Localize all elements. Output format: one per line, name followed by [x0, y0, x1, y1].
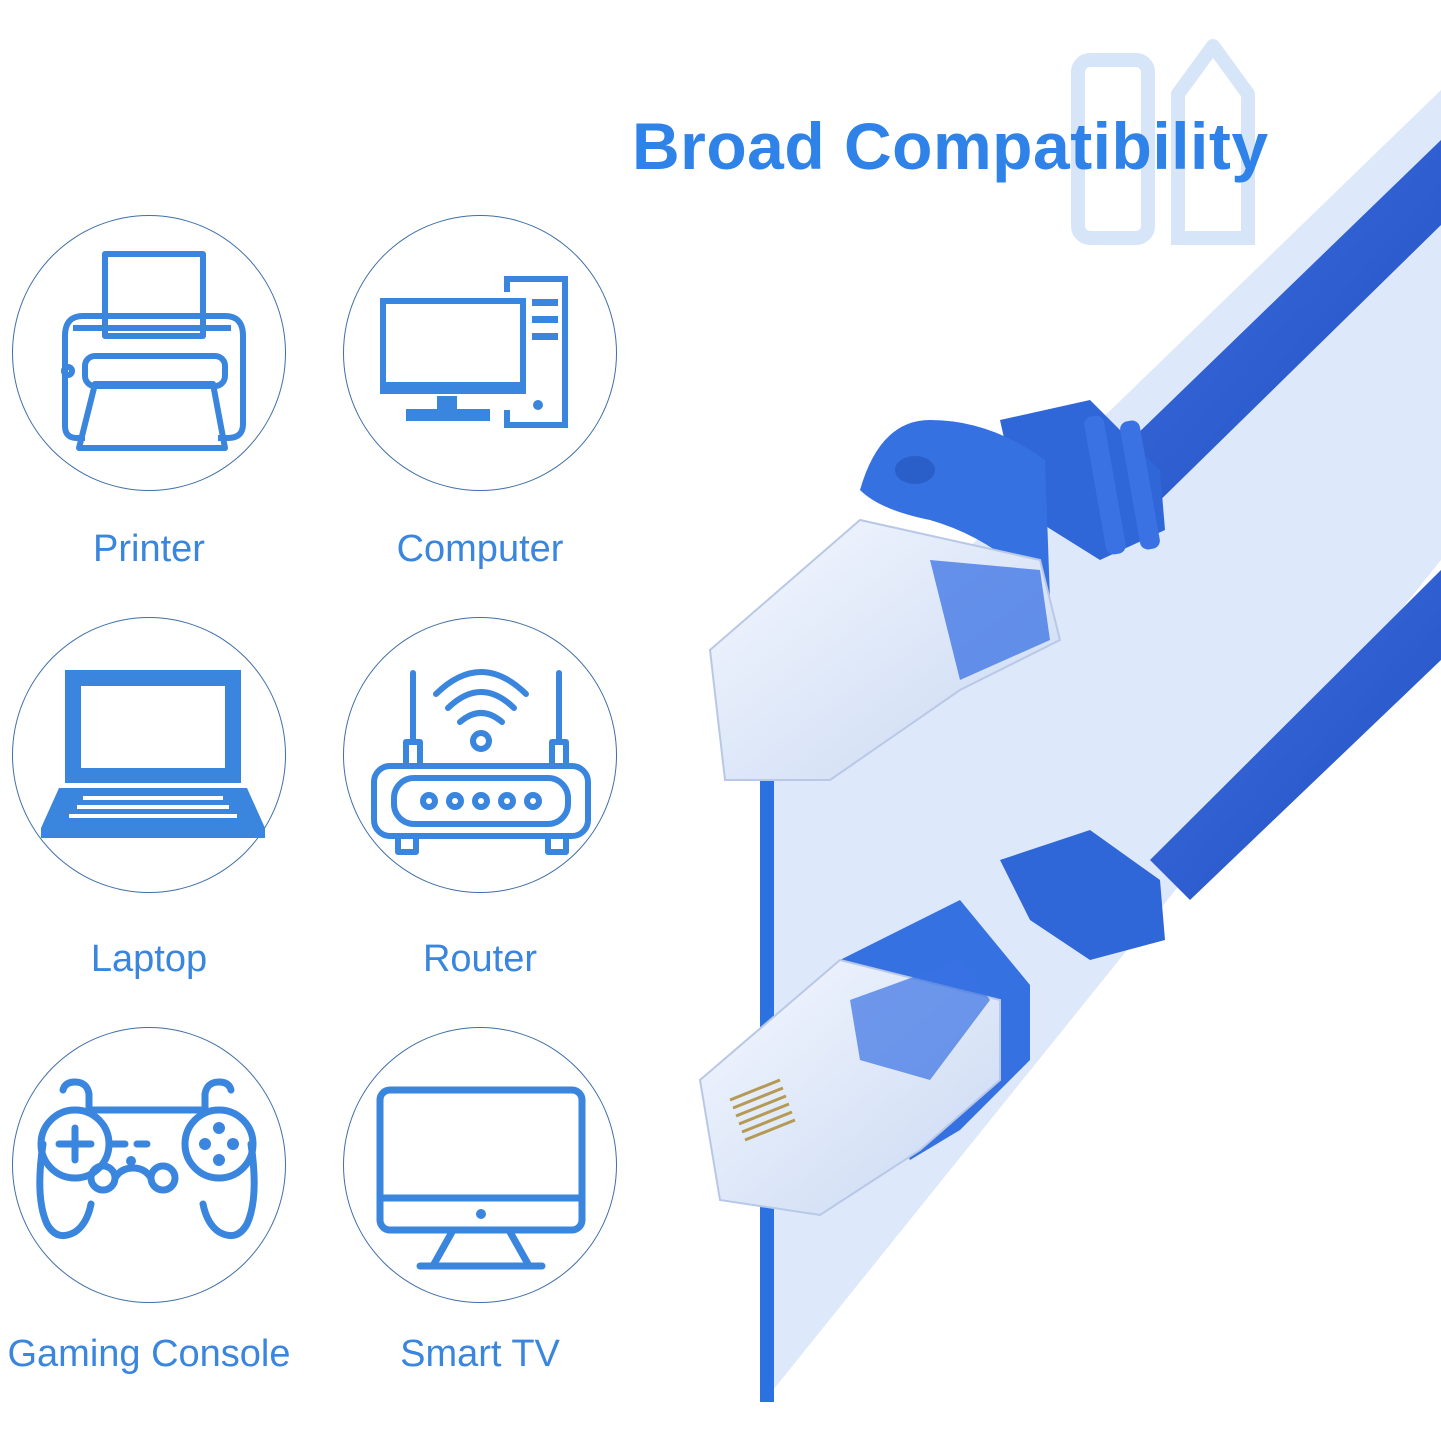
device-circle-printer [12, 215, 286, 491]
device-circle-computer [343, 215, 617, 491]
device-circle-router [343, 617, 617, 893]
device-circle-gaming-console [12, 1027, 286, 1303]
device-label-laptop: Laptop [90, 938, 208, 980]
monitor-tv-icon [376, 1086, 586, 1270]
desktop-computer-icon [380, 276, 568, 428]
device-label-computer: Computer [396, 528, 564, 570]
device-label-smart-tv: Smart TV [400, 1333, 560, 1375]
page-title: Broad Compatibility [632, 109, 1269, 183]
printer-icon [61, 251, 246, 451]
device-label-router: Router [422, 938, 538, 980]
gamepad-icon [36, 1078, 258, 1240]
device-circle-smart-tv [343, 1027, 617, 1303]
device-circle-laptop [12, 617, 286, 893]
wifi-router-icon [371, 669, 591, 855]
watermark-logo-icon [1071, 39, 1255, 245]
device-label-gaming-console: Gaming Console [7, 1333, 291, 1375]
laptop-icon [41, 670, 265, 838]
device-label-printer: Printer [93, 528, 205, 570]
